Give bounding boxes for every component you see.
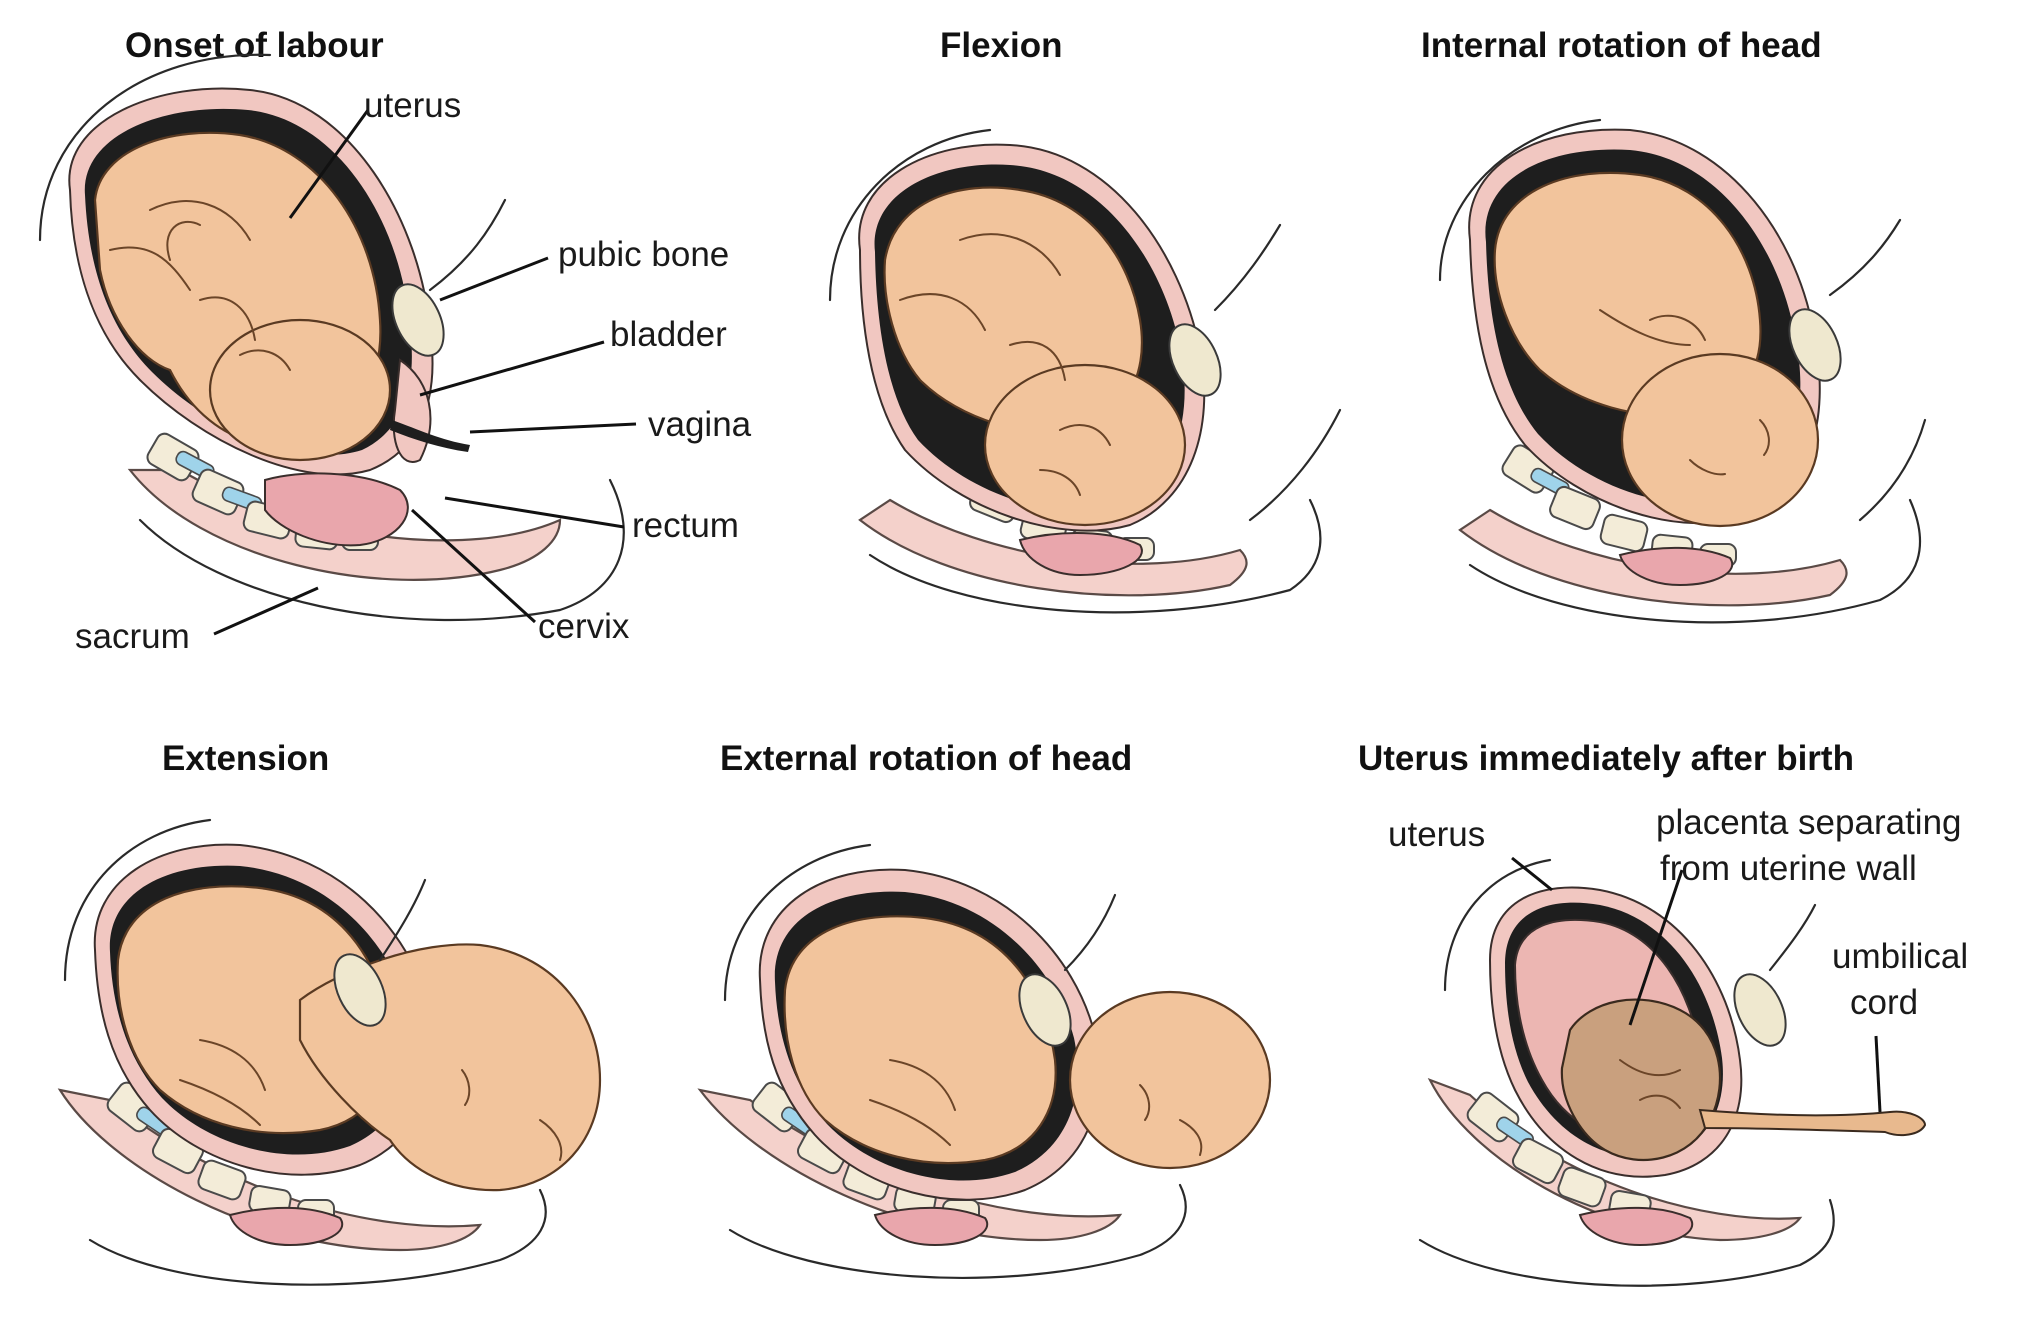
pubic-bone — [1018, 973, 1072, 1047]
panel-title-external-rotation: External rotation of head — [720, 739, 1132, 778]
abdominal-wall-outline — [828, 128, 992, 302]
rectum — [1578, 1206, 1694, 1247]
panel-extension: Extension — [57, 739, 602, 1286]
label-uterus-after-birth: uterus — [1388, 815, 1485, 854]
rectum — [873, 1206, 989, 1247]
label-placenta-line1: placenta separating — [1656, 803, 1962, 842]
pubic-bone — [1168, 323, 1222, 397]
leader-pubic-bone — [439, 256, 549, 302]
body-outline — [1468, 498, 1922, 624]
leader-rectum — [444, 496, 625, 529]
pelvic-floor — [858, 498, 1248, 597]
label-cervix: cervix — [538, 607, 630, 646]
rectum — [1618, 546, 1734, 587]
leg-outline — [1213, 223, 1282, 312]
label-bladder: bladder — [610, 315, 727, 354]
spine — [1466, 1091, 1652, 1223]
fetus — [93, 131, 392, 462]
rectum — [264, 472, 409, 547]
panel-title-onset-of-labour: Onset of labour — [125, 26, 384, 65]
body-outline — [138, 478, 625, 622]
leader-uterus-after-birth — [1511, 856, 1553, 892]
panel-internal-rotation: Internal rotation of head — [1421, 26, 1927, 624]
pubic-bone — [1788, 308, 1842, 382]
label-vagina: vagina — [648, 405, 752, 444]
leg-outline — [1828, 218, 1902, 297]
illustration-after-birth — [1418, 858, 1927, 1287]
body-outline — [728, 1183, 1187, 1279]
abdominal-wall-outline — [1443, 858, 1552, 992]
panel-onset-of-labour: Onset of labour — [38, 26, 752, 656]
label-umbilical-line2: cord — [1850, 983, 1918, 1022]
panel-title-internal-rotation: Internal rotation of head — [1421, 26, 1822, 65]
abdominal-wall-outline — [63, 818, 212, 982]
leader-umbilical-cord — [1874, 1035, 1882, 1113]
label-pubic-bone: pubic bone — [558, 235, 729, 274]
panel-flexion: Flexion — [828, 26, 1342, 614]
pubic-bone — [1733, 973, 1787, 1047]
body-outline — [1418, 1198, 1835, 1287]
pubic-bone — [333, 953, 387, 1027]
rectum — [228, 1206, 344, 1247]
leg-outline — [378, 878, 427, 962]
pubic-bone — [391, 283, 445, 357]
panel-external-rotation: External rotation of head — [697, 739, 1272, 1279]
leader-placenta — [1628, 869, 1684, 1026]
label-sacrum: sacrum — [75, 617, 190, 656]
pelvic-floor — [1458, 508, 1848, 607]
illustration-onset — [38, 53, 625, 622]
leg-outline — [1063, 893, 1117, 972]
abdominal-wall-outline — [1438, 118, 1602, 282]
placenta-texture — [1619, 1059, 1681, 1109]
illustration-flexion — [828, 128, 1342, 614]
illustration-external-rotation — [697, 843, 1272, 1279]
label-uterus: uterus — [364, 86, 461, 125]
body-outline — [868, 498, 1322, 614]
label-umbilical-line1: umbilical — [1832, 937, 1968, 976]
fetus — [1493, 171, 1820, 528]
panel-title-flexion: Flexion — [940, 26, 1063, 65]
leader-cervix — [410, 508, 537, 624]
body-outline — [88, 1188, 547, 1286]
leader-sacrum — [213, 586, 319, 636]
thigh-outline — [1248, 408, 1342, 522]
abdominal-wall-outline — [38, 53, 272, 242]
rectum — [1018, 532, 1143, 577]
panel-after-birth: Uterus immediately after birth — [1358, 739, 1968, 1287]
illustration-internal-rotation — [1438, 118, 1927, 624]
abdominal-wall-outline — [723, 843, 872, 1002]
leader-vagina — [469, 422, 637, 434]
fetus — [783, 915, 1272, 1170]
leader-bladder — [419, 340, 605, 397]
umbilical-cord — [1698, 1108, 1927, 1137]
vagina — [390, 420, 470, 452]
panel-title-after-birth: Uterus immediately after birth — [1358, 739, 1854, 778]
illustration-extension — [57, 818, 602, 1286]
leg-outline — [428, 198, 507, 292]
label-placenta-line2: from uterine wall — [1660, 849, 1917, 888]
leader-uterus — [288, 109, 370, 219]
fetus — [883, 186, 1187, 527]
label-rectum: rectum — [632, 506, 739, 545]
panel-title-extension: Extension — [162, 739, 329, 778]
thigh-outline — [1858, 418, 1927, 522]
leg-outline — [1768, 903, 1817, 972]
